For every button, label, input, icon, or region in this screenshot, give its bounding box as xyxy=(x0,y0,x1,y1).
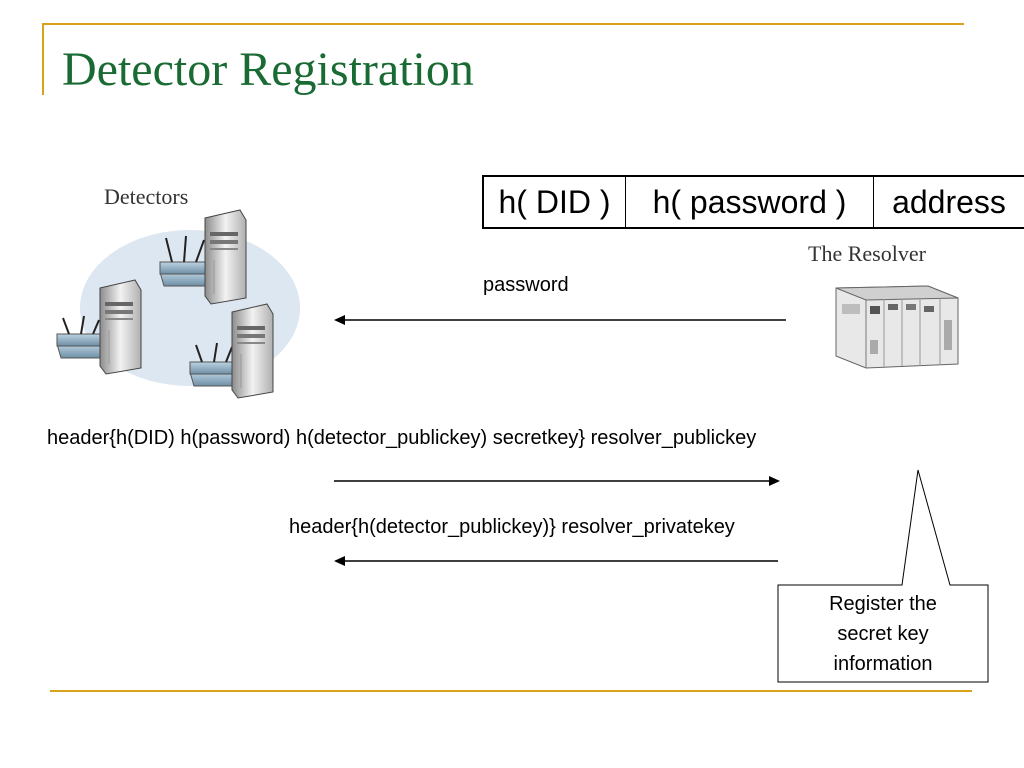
message-registration-reply: header{h(detector_publickey)} resolver_p… xyxy=(289,516,735,538)
record-field-password: h( password ) xyxy=(625,177,873,227)
message-registration-request: header{h(DID) h(password) h(detector_pub… xyxy=(47,427,757,449)
arrow-password xyxy=(334,315,786,325)
top-rule xyxy=(42,23,964,25)
callout-label: Register the secret key information xyxy=(829,592,937,675)
slide-title: Detector Registration xyxy=(62,43,474,96)
detector-server-icon xyxy=(56,279,142,375)
bottom-rule xyxy=(50,690,972,692)
detector-server-icon xyxy=(159,209,247,305)
detectors-label: Detectors xyxy=(104,184,189,209)
message-password: password xyxy=(483,274,569,296)
resolver-label: The Resolver xyxy=(808,241,926,266)
arrow-registration-reply xyxy=(334,556,778,566)
callout-text: Register the secret key information xyxy=(778,585,988,682)
resolver-mainframe-icon xyxy=(835,285,959,369)
arrow-registration-request xyxy=(334,476,780,486)
left-rule xyxy=(42,23,44,95)
detector-server-icon xyxy=(189,303,274,399)
record-field-address: address xyxy=(873,177,1024,227)
callout-box xyxy=(777,469,989,683)
record-field-did: h( DID ) xyxy=(498,183,611,220)
record-table: h( DID ) h( password ) address xyxy=(482,175,1024,229)
